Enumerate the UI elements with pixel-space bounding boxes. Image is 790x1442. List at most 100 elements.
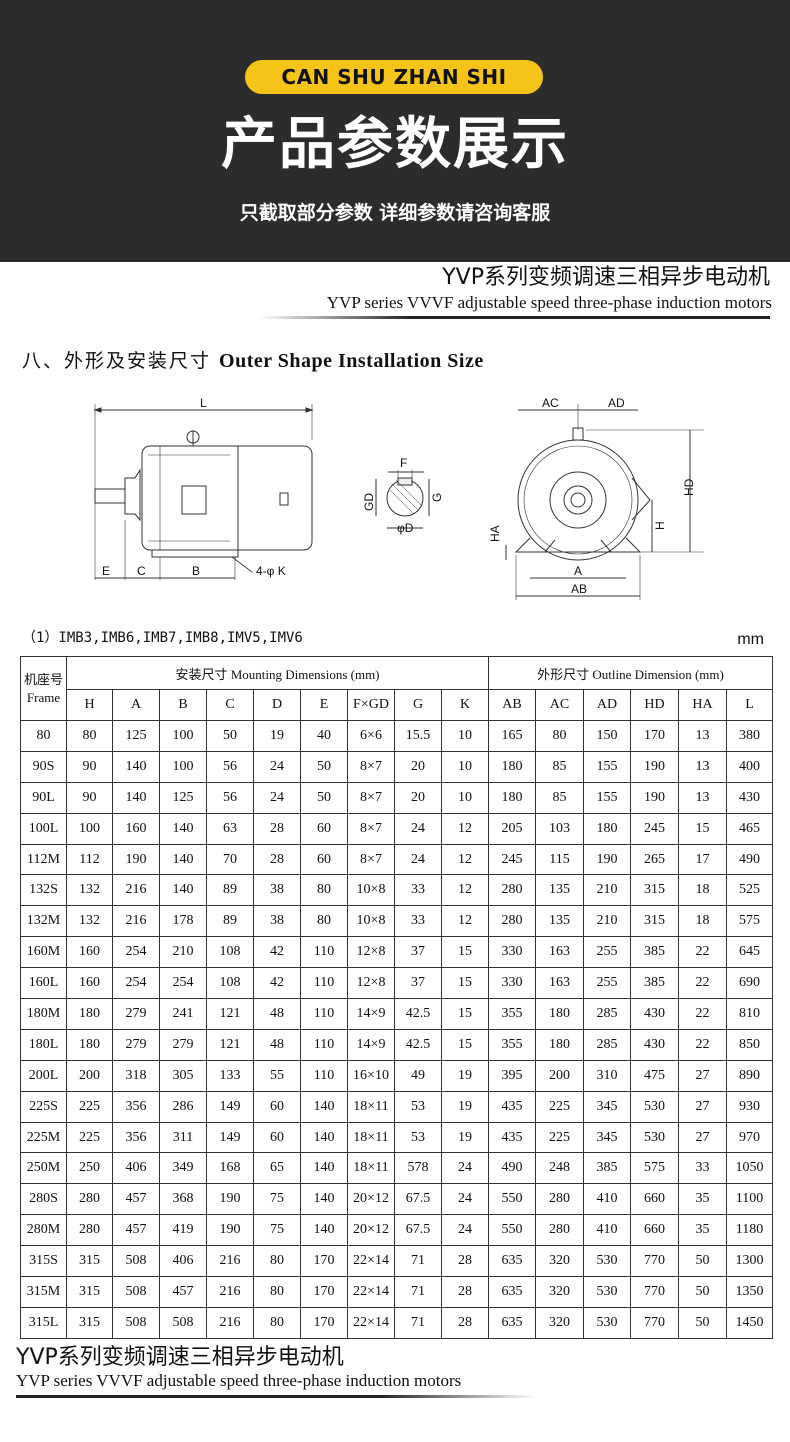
table-cell: 56	[206, 750, 254, 783]
label-E: E	[102, 564, 110, 578]
table-cell: 132	[66, 874, 113, 907]
table-cell: 457	[112, 1214, 160, 1247]
table-cell: 140	[300, 1121, 348, 1154]
table-cell: 42.5	[394, 998, 442, 1030]
product-title-cn: YVP系列变频调速三相异步电动机	[442, 265, 770, 290]
table-cell: 430	[630, 998, 679, 1030]
product-title-en: YVP series VVVF adjustable speed three-p…	[326, 293, 772, 312]
table-cell: 149	[206, 1121, 254, 1154]
table-cell: 280	[535, 1183, 584, 1216]
table-cell: 435	[488, 1090, 536, 1123]
label-AC: AC	[542, 396, 559, 410]
table-cell: 50	[678, 1245, 727, 1278]
column-header: AB	[488, 689, 536, 721]
table-cell: 112	[66, 843, 113, 876]
table-cell: 53	[394, 1121, 442, 1154]
table-cell: 28	[441, 1306, 489, 1339]
table-cell: 1050	[726, 1152, 773, 1185]
table-cell: 12×8	[347, 936, 395, 969]
table-cell: 100	[159, 720, 207, 752]
table-cell: 35	[678, 1183, 727, 1216]
table-cell: 15	[441, 936, 489, 969]
table-cell: 10×8	[347, 874, 395, 907]
table-cell: 530	[583, 1306, 631, 1339]
table-cell: 80	[66, 720, 113, 752]
footer-divider	[16, 1395, 536, 1398]
table-cell: 241	[159, 998, 207, 1030]
table-cell: 490	[726, 843, 773, 876]
table-cell: 80	[300, 874, 348, 907]
table-cell: 530	[583, 1245, 631, 1278]
frame-cell: 315S	[20, 1245, 67, 1278]
table-cell: 200	[66, 1059, 113, 1092]
table-cell: 770	[630, 1306, 679, 1339]
table-cell: 315	[66, 1276, 113, 1308]
table-cell: 22×14	[347, 1276, 395, 1308]
footer-title-cn: YVP系列变频调速三相异步电动机	[16, 1345, 344, 1370]
table-cell: 20	[394, 781, 442, 814]
frame-header-en: Frame	[26, 689, 61, 705]
table-cell: 280	[488, 905, 536, 938]
table-cell: 200	[535, 1059, 584, 1092]
table-cell: 330	[488, 967, 536, 1000]
table-cell: 345	[583, 1090, 631, 1123]
table-cell: 70	[206, 843, 254, 876]
table-cell: 22×14	[347, 1306, 395, 1339]
table-cell: 13	[678, 781, 727, 814]
column-header: HD	[630, 689, 679, 721]
column-header: H	[66, 689, 113, 721]
frame-cell: 90S	[20, 750, 67, 783]
column-header: G	[394, 689, 442, 721]
table-cell: 210	[583, 905, 631, 938]
table-cell: 190	[112, 843, 160, 876]
table-cell: 356	[112, 1121, 160, 1154]
table-cell: 16×10	[347, 1059, 395, 1092]
table-cell: 108	[206, 967, 254, 1000]
table-cell: 180	[535, 1028, 584, 1061]
table-cell: 410	[583, 1183, 631, 1216]
table-cell: 125	[112, 720, 160, 752]
label-HA: HA	[488, 525, 502, 542]
table-cell: 315	[630, 874, 679, 907]
table-cell: 22	[678, 998, 727, 1030]
banner-title: 产品参数展示	[221, 112, 569, 177]
outline-drawing: L E C B 4-φ K F GD G φD	[93, 396, 704, 600]
table-cell: 1450	[726, 1306, 773, 1339]
section-title-en: Outer Shape Installation Size	[219, 350, 484, 372]
table-cell: 160	[66, 936, 113, 969]
table-cell: 10×8	[347, 905, 395, 938]
table-cell: 248	[535, 1152, 584, 1185]
table-cell: 385	[630, 967, 679, 1000]
frame-cell: 315M	[20, 1276, 67, 1308]
table-cell: 24	[441, 1183, 489, 1216]
table-cell: 8×7	[347, 781, 395, 814]
table-cell: 457	[112, 1183, 160, 1216]
column-header: B	[159, 689, 207, 721]
table-cell: 406	[112, 1152, 160, 1185]
table-cell: 190	[583, 843, 631, 876]
table-cell: 205	[488, 812, 536, 845]
table-cell: 14×9	[347, 1028, 395, 1061]
table-cell: 465	[726, 812, 773, 845]
table-cell: 60	[253, 1121, 301, 1154]
table-cell: 100	[159, 750, 207, 783]
table-cell: 368	[159, 1183, 207, 1216]
table-cell: 550	[488, 1183, 536, 1216]
table-cell: 50	[678, 1276, 727, 1308]
table-cell: 24	[394, 812, 442, 845]
label-A: A	[574, 564, 582, 578]
table-cell: 22	[678, 967, 727, 1000]
outline-header: 外形尺寸 Outline Dimension (mm)	[488, 656, 773, 690]
frame-cell: 112M	[20, 843, 67, 876]
table-cell: 20	[394, 750, 442, 783]
